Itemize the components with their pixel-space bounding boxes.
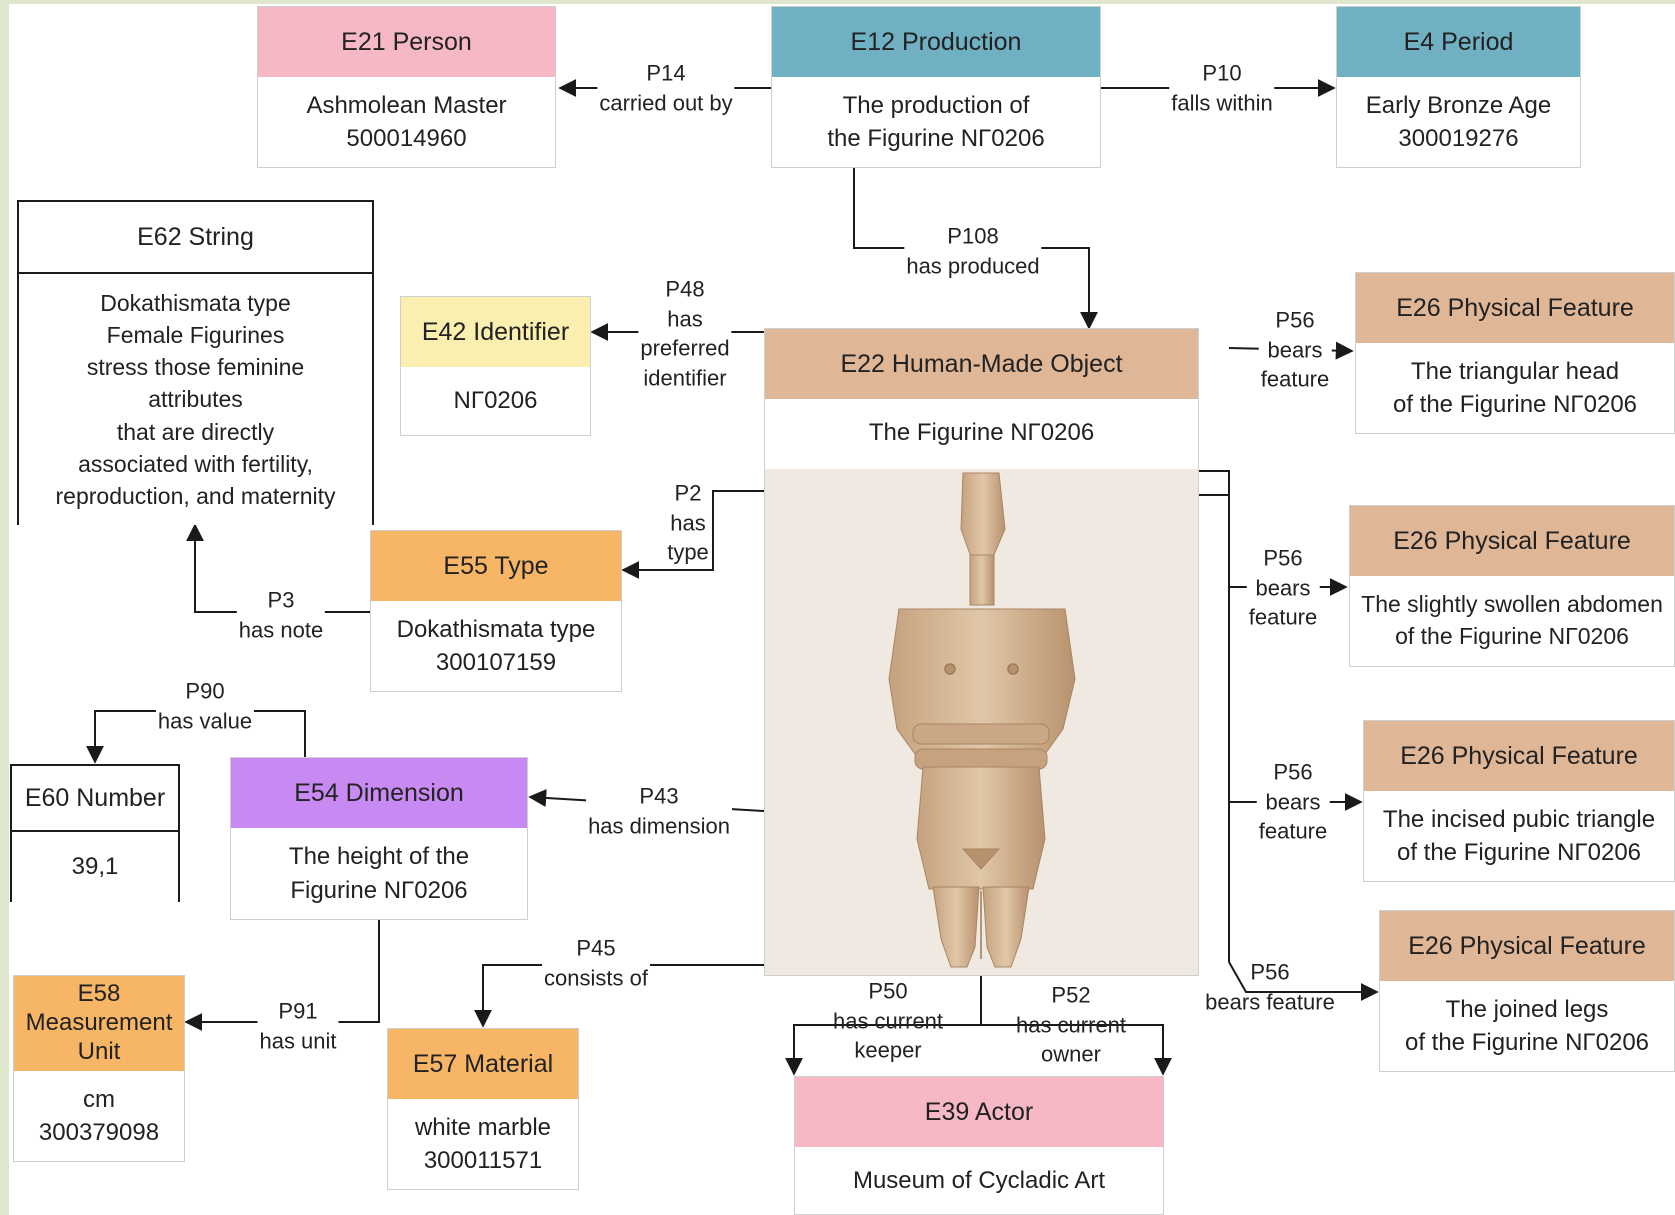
edge-label-p56c: P56 bears feature xyxy=(1256,757,1330,847)
node-title: E62 String xyxy=(19,202,372,274)
frame-border-left xyxy=(0,0,9,1215)
node-body: Early Bronze Age 300019276 xyxy=(1337,77,1580,167)
node-title: E55 Type xyxy=(371,531,621,601)
node-title: E60 Number xyxy=(12,766,178,832)
node-body: ΝΓ0206 xyxy=(401,367,590,435)
edge-label-p90: P90 has value xyxy=(155,676,255,736)
node-body: The slightly swollen abdomen of the Figu… xyxy=(1350,576,1674,666)
node-title: E26 Physical Feature xyxy=(1380,911,1674,981)
node-body: The triangular head of the Figurine ΝΓ02… xyxy=(1356,343,1674,433)
node-title: E4 Period xyxy=(1337,7,1580,77)
edge-label-p56d: P56 bears feature xyxy=(1205,959,1335,1014)
edge-label-p52: P52 has current owner xyxy=(1015,982,1127,1067)
node-body: The Figurine ΝΓ0206 xyxy=(765,399,1198,467)
node-e12-production: E12 Production The production of the Fig… xyxy=(771,6,1101,168)
edge-p50 xyxy=(785,975,982,1076)
node-e39-actor: E39 Actor Museum of Cycladic Art xyxy=(794,1076,1164,1215)
node-body: The height of the Figurine ΝΓ0206 xyxy=(231,828,527,919)
node-body: Museum of Cycladic Art xyxy=(795,1147,1163,1214)
node-body: Dokathismata type 300107159 xyxy=(371,601,621,691)
node-e21-person: E21 Person Ashmolean Master 500014960 xyxy=(257,6,556,168)
edge-p56-trunk xyxy=(1199,470,1230,962)
node-e26-feature-abdomen: E26 Physical Feature The slightly swolle… xyxy=(1349,505,1675,667)
node-body: Dokathismata type Female Figurines stres… xyxy=(19,274,372,525)
node-e42-identifier: E42 Identifier ΝΓ0206 xyxy=(400,296,591,436)
node-e54-dimension: E54 Dimension The height of the Figurine… xyxy=(230,757,528,920)
node-title: E58 Measurement Unit xyxy=(14,976,184,1071)
edge-p2 xyxy=(621,490,764,579)
cycladic-figurine-image xyxy=(888,472,1076,968)
edge-label-p50: P50 has current keeper xyxy=(832,978,944,1063)
node-e26-feature-pubic-triangle: E26 Physical Feature The incised pubic t… xyxy=(1363,720,1675,882)
node-title: E54 Dimension xyxy=(231,758,527,828)
node-title: E21 Person xyxy=(258,7,555,77)
node-title: E39 Actor xyxy=(795,1077,1163,1147)
edge-label-p2: P2 has type xyxy=(665,478,711,568)
node-body: 39,1 xyxy=(12,832,178,902)
edge-label-p56b: P56 bears feature xyxy=(1246,543,1320,633)
node-e62-string: E62 String Dokathismata type Female Figu… xyxy=(17,200,374,525)
node-title: E26 Physical Feature xyxy=(1364,721,1674,791)
edge-label-p48: P48 has preferred identifier xyxy=(638,274,732,394)
edge-label-p3: P3 has note xyxy=(236,585,326,645)
node-title: E42 Identifier xyxy=(401,297,590,367)
node-e58-measurement-unit: E58 Measurement Unit cm 300379098 xyxy=(13,975,185,1162)
edge-label-p14: P14 carried out by xyxy=(597,58,735,118)
frame-border-top xyxy=(0,0,1675,4)
node-body: white marble 300011571 xyxy=(388,1099,578,1189)
edge-p91 xyxy=(184,920,380,1031)
node-e26-feature-legs: E26 Physical Feature The joined legs of … xyxy=(1379,910,1675,1072)
node-e55-type: E55 Type Dokathismata type 300107159 xyxy=(370,530,622,692)
node-body: cm 300379098 xyxy=(14,1071,184,1161)
node-title: E12 Production xyxy=(772,7,1100,77)
node-title: E57 Material xyxy=(388,1029,578,1099)
edge-label-p45: P45 consists of xyxy=(542,933,650,993)
node-title: E22 Human-Made Object xyxy=(765,329,1198,399)
edge-label-p91: P91 has unit xyxy=(257,996,339,1056)
edge-label-p43: P43 has dimension xyxy=(586,781,732,841)
node-body: Ashmolean Master 500014960 xyxy=(258,77,555,167)
node-body: The incised pubic triangle of the Figuri… xyxy=(1364,791,1674,881)
edge-label-p108: P108 has produced xyxy=(904,221,1042,281)
edge-label-p10: P10 falls within xyxy=(1169,58,1275,118)
node-title: E26 Physical Feature xyxy=(1350,506,1674,576)
edge-p56d xyxy=(1228,961,1379,1001)
node-title: E26 Physical Feature xyxy=(1356,273,1674,343)
node-e60-number: E60 Number 39,1 xyxy=(10,764,180,902)
node-e57-material: E57 Material white marble 300011571 xyxy=(387,1028,579,1190)
node-body: The joined legs of the Figurine ΝΓ0206 xyxy=(1380,981,1674,1071)
edge-p52 xyxy=(981,1024,1172,1076)
node-e22-human-made-object: E22 Human-Made Object The Figurine ΝΓ020… xyxy=(764,328,1199,976)
node-e26-feature-head: E26 Physical Feature The triangular head… xyxy=(1355,272,1675,434)
node-body: The production of the Figurine ΝΓ0206 xyxy=(772,77,1100,167)
node-e4-period: E4 Period Early Bronze Age 300019276 xyxy=(1336,6,1581,168)
figurine-image-panel xyxy=(765,469,1198,975)
edge-p45 xyxy=(474,964,764,1028)
edge-label-p56a: P56 bears feature xyxy=(1258,305,1332,395)
